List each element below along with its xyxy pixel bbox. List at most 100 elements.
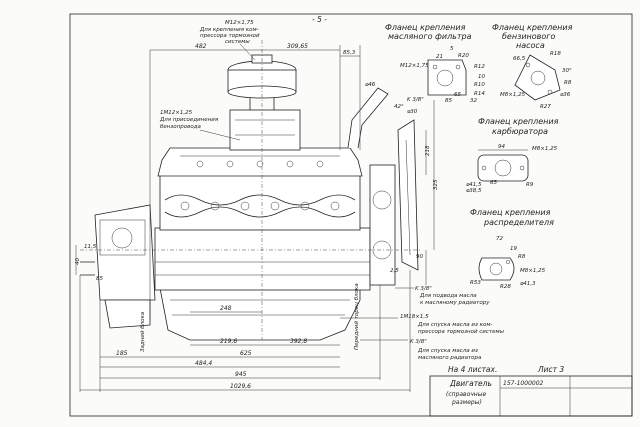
note-oil-in-1: Для подвода масла bbox=[419, 293, 477, 299]
dim-309-65: 309,65 bbox=[287, 43, 308, 50]
dim-d46: ⌀46 bbox=[365, 82, 376, 88]
dim-85: 85 bbox=[96, 276, 103, 282]
note-oil-drain-thread: K 3/8" bbox=[410, 339, 427, 345]
intake-manifold bbox=[229, 109, 301, 151]
svg-text:R20: R20 bbox=[458, 53, 469, 59]
sheet-frame bbox=[69, 13, 633, 417]
dim-40: 40 bbox=[75, 258, 81, 265]
svg-text:R8: R8 bbox=[564, 80, 572, 86]
oil-filter-title-2: масляного фильтра bbox=[388, 32, 472, 41]
dim-85-3: 85,3 bbox=[343, 50, 356, 56]
svg-text:66,5: 66,5 bbox=[513, 56, 526, 62]
note-compressor-1: Для крепления ком- bbox=[199, 27, 259, 33]
note-fuel-2: бензопровода bbox=[160, 124, 202, 130]
oil-filter-title-1: Фланец крепления bbox=[385, 23, 466, 32]
note-compressor-3: системы bbox=[225, 39, 250, 45]
svg-text:R10: R10 bbox=[474, 82, 485, 88]
note-fuel-1: Для присоединения bbox=[159, 117, 219, 123]
svg-text:21: 21 bbox=[436, 54, 443, 60]
title-block-name: Двигатель bbox=[449, 379, 492, 388]
dim-484-4: 484,4 bbox=[195, 360, 212, 367]
title-block-subtitle: (справочные bbox=[446, 391, 486, 398]
title-block-code: 157-1000002 bbox=[503, 380, 544, 387]
dim-11-5: 11,5 bbox=[84, 244, 97, 250]
flywheel-housing bbox=[94, 204, 156, 301]
svg-text:94: 94 bbox=[498, 144, 505, 150]
svg-text:10: 10 bbox=[478, 74, 485, 80]
page-number: - 5 - bbox=[312, 15, 327, 24]
detail-distributor-flange: Фланец крепления распределителя 72 19 R8… bbox=[470, 208, 554, 290]
note-comp-oil-1: Для спуска масла из ком- bbox=[417, 322, 492, 328]
svg-text:65: 65 bbox=[454, 92, 461, 98]
detail-oil-filter-flange: Фланец крепления масляного фильтра 5 R20… bbox=[385, 23, 485, 115]
svg-text:M8×1,25: M8×1,25 bbox=[500, 92, 526, 98]
note-rear-block: Задний блока bbox=[140, 311, 146, 352]
carb-title-1: Фланец крепления bbox=[478, 117, 559, 126]
dim-42deg: 42° bbox=[394, 104, 404, 110]
dist-title-2: распределителя bbox=[483, 218, 554, 227]
dim-1029-6: 1029,6 bbox=[230, 383, 251, 390]
dimension-lines: 482 309,65 85,3 ⌀46 42° 218 325 90 2,5 4… bbox=[75, 43, 439, 392]
svg-text:⌀36: ⌀36 bbox=[560, 92, 571, 98]
dim-2-5: 2,5 bbox=[390, 268, 399, 274]
svg-text:72: 72 bbox=[496, 236, 503, 242]
svg-text:R53: R53 bbox=[470, 280, 481, 286]
svg-text:M12×1,75: M12×1,75 bbox=[400, 63, 429, 69]
detail-fuel-pump-flange: Фланец крепления бензинового насоса 66,5… bbox=[492, 23, 573, 110]
dim-218: 218 bbox=[425, 145, 431, 156]
title-block: На 4 листах. Лист 3 Двигатель (справочны… bbox=[429, 365, 633, 417]
svg-text:⌀41,3: ⌀41,3 bbox=[520, 281, 536, 287]
note-comp-oil-thread: 1М18×1,5 bbox=[400, 314, 429, 320]
svg-text:85: 85 bbox=[445, 98, 452, 104]
callout-notes: М12×1,75 Для крепления ком- прессора тор… bbox=[140, 20, 505, 361]
svg-text:R28: R28 bbox=[500, 284, 511, 290]
cylinder-block bbox=[159, 174, 361, 231]
dim-219-6: 219,6 bbox=[220, 338, 237, 345]
dim-90: 90 bbox=[416, 254, 423, 260]
svg-text:⌀38,5: ⌀38,5 bbox=[466, 188, 482, 194]
carb-title-2: карбюратора bbox=[492, 127, 548, 136]
sheets-note: На 4 листах. bbox=[448, 365, 497, 374]
svg-text:19: 19 bbox=[510, 246, 517, 252]
cylinder-head bbox=[157, 147, 363, 177]
fuel-pump-title-1: Фланец крепления bbox=[492, 23, 573, 32]
dim-625: 625 bbox=[240, 350, 252, 357]
note-oil-drain-2: масляного радиатора bbox=[418, 355, 482, 361]
svg-text:5: 5 bbox=[450, 46, 454, 52]
oil-pan bbox=[159, 287, 361, 341]
engine-side-view bbox=[80, 40, 420, 341]
svg-text:32: 32 bbox=[470, 98, 477, 104]
note-oil-drain-1: Для спуска масла из bbox=[417, 348, 478, 354]
crankcase bbox=[154, 227, 371, 291]
dim-248: 248 bbox=[220, 305, 232, 312]
svg-text:R12: R12 bbox=[474, 64, 485, 70]
fuel-pump-title-3: насоса bbox=[516, 41, 545, 50]
svg-text:R9: R9 bbox=[526, 182, 534, 188]
timing-cover bbox=[369, 164, 396, 286]
svg-text:65: 65 bbox=[490, 180, 497, 186]
title-block-subtitle2: размеры) bbox=[451, 399, 482, 406]
dist-title-1: Фланец крепления bbox=[470, 208, 551, 217]
svg-text:R27: R27 bbox=[540, 104, 551, 110]
svg-text:M8×1,25: M8×1,25 bbox=[520, 268, 546, 274]
note-oil-in-2: к масляному радиатору bbox=[420, 300, 490, 306]
detail-carburetor-flange: Фланец крепления карбюратора 94 M8×1,25 … bbox=[466, 117, 559, 194]
note-front-block: Передний торец блока bbox=[354, 283, 360, 350]
svg-text:M8×1,25: M8×1,25 bbox=[532, 146, 558, 152]
note-fuel-thread: 1М12×1,25 bbox=[160, 110, 193, 116]
dim-482: 482 bbox=[195, 43, 207, 50]
clutch-housing bbox=[104, 299, 151, 329]
note-compressor-thread: М12×1,75 bbox=[225, 20, 254, 26]
svg-text:K 3/8": K 3/8" bbox=[407, 97, 424, 103]
svg-text:R8: R8 bbox=[518, 254, 526, 260]
oil-filler-tube bbox=[347, 87, 389, 149]
svg-text:⌀41,5: ⌀41,5 bbox=[466, 182, 482, 188]
svg-text:R14: R14 bbox=[474, 91, 485, 97]
dim-392-8: 392,8 bbox=[290, 338, 307, 345]
dim-945: 945 bbox=[235, 371, 247, 378]
svg-text:30°: 30° bbox=[562, 68, 572, 74]
note-compressor-2: прессора тормозной bbox=[200, 33, 260, 39]
svg-text:⌀30: ⌀30 bbox=[407, 109, 418, 115]
